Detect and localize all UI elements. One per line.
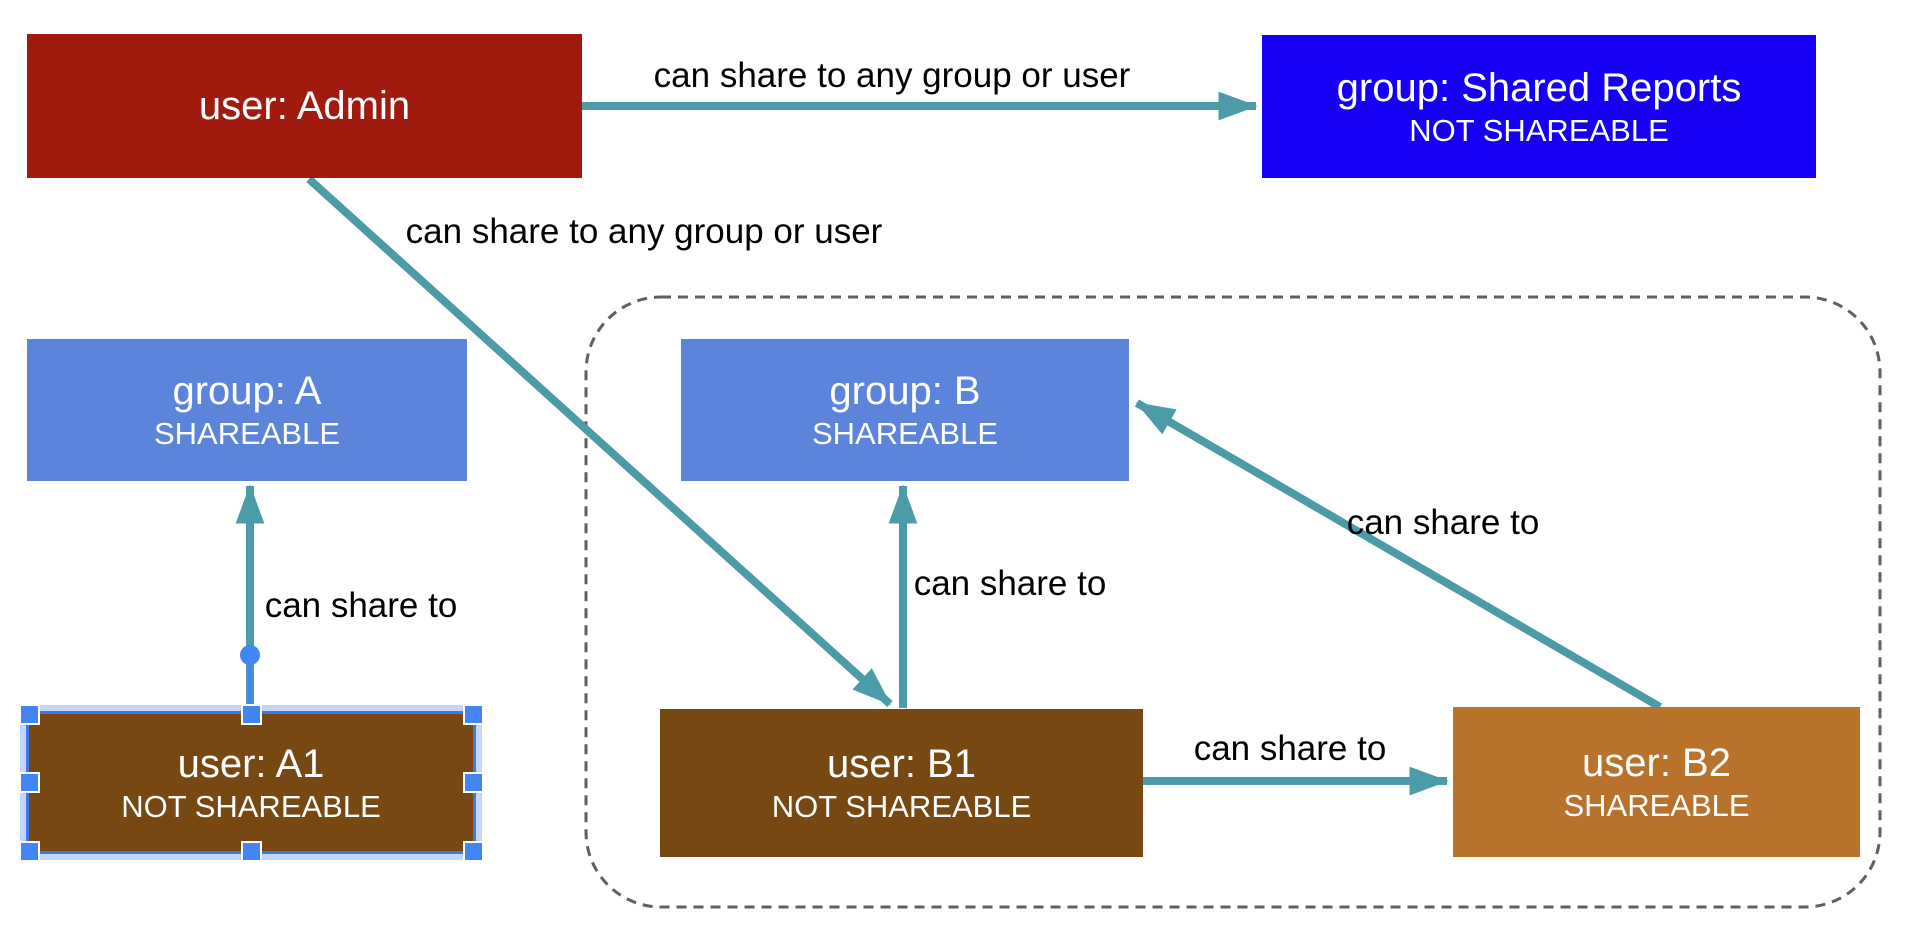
node-group-shared-reports-title: group: Shared Reports — [1336, 65, 1742, 110]
edge-label-user-a1-to-group-a[interactable]: can share to — [264, 586, 458, 625]
node-user-b2-title: user: B2 — [1582, 741, 1731, 785]
node-group-a-subtitle: SHAREABLE — [153, 416, 341, 451]
edge-label-user-b1-to-group-b[interactable]: can share to — [913, 564, 1107, 603]
node-group-a-title: group: A — [172, 369, 322, 413]
node-group-b-subtitle: SHAREABLE — [811, 416, 999, 451]
edge-label-admin-to-shared-reports[interactable]: can share to any group or user — [653, 56, 1131, 95]
selection-handle-w[interactable] — [19, 772, 40, 793]
edge-label-user-b2-to-group-b[interactable]: can share to — [1346, 503, 1540, 542]
node-user-b2-subtitle: SHAREABLE — [1563, 788, 1750, 823]
selection-handle-se[interactable] — [463, 841, 484, 862]
edge-user-b2-to-group-b[interactable] — [1134, 399, 1663, 711]
node-group-a[interactable]: group: A SHAREABLE — [27, 339, 467, 481]
node-group-b[interactable]: group: B SHAREABLE — [681, 339, 1129, 481]
node-user-b2[interactable]: user: B2 SHAREABLE — [1453, 707, 1860, 857]
node-user-admin-title: user: Admin — [198, 84, 411, 128]
selection-handle-n[interactable] — [241, 704, 262, 725]
selection-handle-s[interactable] — [241, 841, 262, 862]
selection-handle-nw[interactable] — [19, 704, 40, 725]
node-user-b1-subtitle: NOT SHAREABLE — [771, 789, 1032, 824]
selection-handle-e[interactable] — [463, 772, 484, 793]
node-user-a1-title: user: A1 — [177, 741, 325, 786]
edge-label-admin-to-user-b1[interactable]: can share to any group or user — [405, 212, 883, 251]
node-group-b-title: group: B — [829, 369, 981, 413]
edge-admin-to-user-b1[interactable] — [306, 176, 893, 707]
selection-handle-ne[interactable] — [463, 704, 484, 725]
node-user-b1[interactable]: user: B1 NOT SHAREABLE — [660, 709, 1143, 857]
selection-handle-sw[interactable] — [19, 841, 40, 862]
node-user-b1-title: user: B1 — [827, 742, 976, 786]
edge-label-user-b1-to-user-b2[interactable]: can share to — [1193, 729, 1387, 768]
node-group-shared-reports[interactable]: group: Shared Reports NOT SHAREABLE — [1262, 35, 1816, 178]
node-group-shared-reports-subtitle: NOT SHAREABLE — [1409, 112, 1669, 148]
node-user-admin[interactable]: user: Admin — [27, 34, 582, 178]
connector-endpoint-dot[interactable] — [240, 645, 260, 665]
node-user-a1[interactable]: user: A1 NOT SHAREABLE — [29, 714, 473, 851]
node-user-a1-subtitle: NOT SHAREABLE — [121, 788, 381, 824]
